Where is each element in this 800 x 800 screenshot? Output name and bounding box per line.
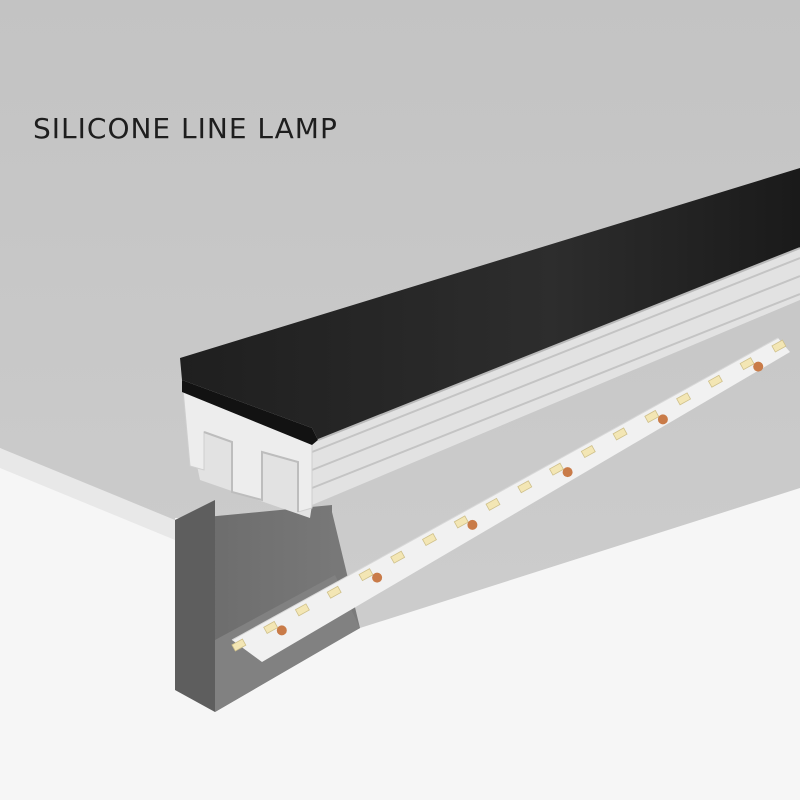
led-strip-edge	[231, 337, 779, 641]
led-chip	[453, 515, 469, 529]
led-chip	[707, 374, 723, 388]
profile-inner-channel	[203, 431, 299, 512]
silicone-rib-line	[311, 257, 800, 453]
silicone-rib-line	[311, 293, 800, 489]
silicone-ribs	[311, 257, 800, 489]
led-chip	[485, 497, 501, 511]
led-chip	[676, 392, 692, 406]
page-title: SILICONE LINE LAMP	[33, 112, 338, 145]
led-chip	[548, 462, 564, 476]
led-chip	[771, 339, 787, 353]
solder-pad	[467, 519, 478, 530]
led-chip	[739, 357, 755, 371]
solder-pad	[276, 625, 287, 636]
led-chip	[517, 480, 533, 494]
led-chip	[580, 445, 596, 459]
led-chip	[421, 533, 437, 547]
solder-pad	[562, 467, 573, 478]
ceiling-edge	[0, 448, 175, 540]
led-chip	[263, 620, 279, 634]
led-chip	[294, 603, 310, 617]
led-chip	[358, 568, 374, 582]
led-chip	[231, 638, 247, 652]
led-chips	[231, 339, 787, 652]
solder-pad	[372, 572, 383, 583]
led-chip	[326, 585, 342, 599]
led-chip	[390, 550, 406, 564]
diffuser-edge-highlight	[317, 247, 800, 441]
diffuser-front-lip	[182, 380, 318, 445]
solder-pad	[753, 361, 764, 372]
led-chip	[612, 427, 628, 441]
groove-left-wall	[175, 500, 215, 712]
black-diffuser-cover	[180, 168, 800, 440]
led-chip	[644, 409, 660, 423]
solder-pad	[657, 414, 668, 425]
silicone-rib-line	[311, 275, 800, 471]
